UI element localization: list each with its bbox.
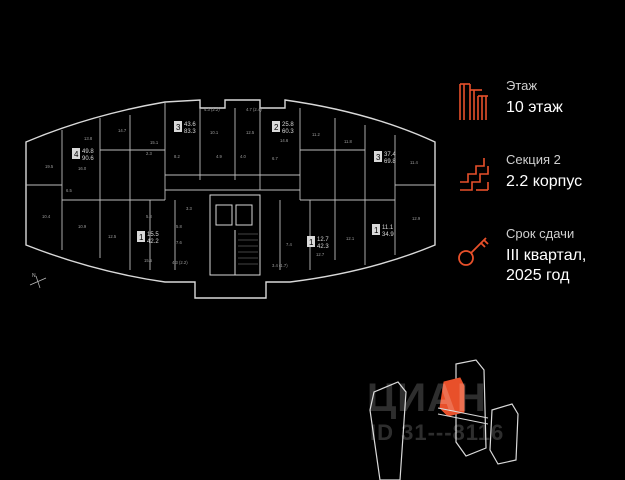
section-value: 2.2 корпус <box>506 173 583 190</box>
svg-text:3: 3 <box>176 123 181 132</box>
apartment-badge[interactable]: 1 12.7 42.3 <box>307 236 329 250</box>
svg-text:83.3: 83.3 <box>184 129 196 135</box>
room-label: 7.6 <box>176 240 182 245</box>
svg-text:1: 1 <box>374 226 379 235</box>
room-label: 13.8 <box>84 136 93 141</box>
section-icon <box>460 158 489 191</box>
room-label: 6.7 <box>272 156 278 161</box>
section-label: Секция 2 <box>506 152 561 167</box>
room-label: 12.1 <box>346 236 355 241</box>
svg-text:90.6: 90.6 <box>82 156 94 162</box>
svg-text:43.6: 43.6 <box>184 122 196 128</box>
apartment-badge[interactable]: 2 25.8 60.3 <box>272 121 294 135</box>
floor-value: 10 этаж <box>506 99 563 116</box>
svg-text:42.2: 42.2 <box>147 239 159 245</box>
room-label: 19.5 <box>45 164 54 169</box>
deadline-info: Срок сдачи III квартал, 2025 год <box>456 224 621 298</box>
svg-text:69.8: 69.8 <box>384 159 396 165</box>
svg-text:1: 1 <box>309 238 314 247</box>
room-label: 4.7 (2.4) <box>246 107 262 112</box>
building-outline <box>25 99 436 299</box>
svg-text:11.1: 11.1 <box>382 225 394 231</box>
deadline-value: III квартал, 2025 год <box>506 247 587 284</box>
apartment-badge[interactable]: 1 11.1 34.9 <box>372 224 394 238</box>
room-label: 4.3 (2.2) <box>172 260 188 265</box>
floor-label: Этаж <box>506 78 538 93</box>
room-label: 4.0 <box>240 154 246 159</box>
room-label: 12.5 <box>108 234 117 239</box>
room-label: 11.4 <box>410 160 419 165</box>
room-label: 11.2 <box>312 132 321 137</box>
room-label: 16.0 <box>78 166 87 171</box>
room-label: 11.8 <box>344 139 353 144</box>
svg-text:37.4: 37.4 <box>384 152 396 158</box>
watermark-brand: ЦИАН <box>367 376 487 420</box>
room-label: 4.3 (2.2) <box>204 107 220 112</box>
section-info: Секция 2 2.2 корпус <box>456 150 621 224</box>
room-label: 12.9 <box>412 216 421 221</box>
key-icon <box>458 237 489 266</box>
svg-text:25.8: 25.8 <box>282 122 294 128</box>
room-label: 8.2 <box>174 154 180 159</box>
room-label: 3.4 (1.7) <box>272 263 288 268</box>
floor-info: Этаж 10 этаж <box>456 76 621 150</box>
room-label: 10.1 <box>210 130 219 135</box>
compass-icon: N <box>29 273 47 289</box>
svg-text:12.7: 12.7 <box>317 237 329 243</box>
room-label: 3.3 <box>186 206 192 211</box>
room-label: 12.7 <box>316 252 325 257</box>
buildings-illustration <box>369 359 519 480</box>
info-panel: Этаж 10 этаж Секция 2 2.2 корпус Срок сд… <box>456 76 621 298</box>
room-label: 5.8 <box>146 214 152 219</box>
apartment-badges: 4 49.8 90.6 3 43.6 83.3 2 25.8 60.3 3 37… <box>72 121 396 250</box>
deadline-label: Срок сдачи <box>506 226 575 241</box>
room-label: 4.9 <box>216 154 222 159</box>
room-labels: 19.5 13.8 14.7 15.1 10.1 12.5 14.6 11.2 … <box>42 107 421 268</box>
floor-icon <box>459 83 488 120</box>
building-core <box>209 194 261 276</box>
svg-text:49.8: 49.8 <box>82 149 94 155</box>
apartment-badge[interactable]: 3 43.6 83.3 <box>174 121 196 135</box>
svg-text:3: 3 <box>376 153 381 162</box>
svg-text:1: 1 <box>139 233 144 242</box>
svg-text:4: 4 <box>74 150 79 159</box>
room-label: 14.7 <box>118 128 127 133</box>
room-label: 15.1 <box>150 140 159 145</box>
svg-text:60.3: 60.3 <box>282 129 294 135</box>
watermark-id: ID 31---8116 <box>370 420 505 445</box>
room-label: 15.5 <box>144 258 153 263</box>
room-label: 10.9 <box>78 224 87 229</box>
svg-text:34.9: 34.9 <box>382 232 394 238</box>
apartment-badge[interactable]: 1 15.5 42.2 <box>137 231 159 245</box>
apartment-badge[interactable]: 3 37.4 69.8 <box>374 151 396 165</box>
room-label: 14.6 <box>280 138 289 143</box>
interior-walls <box>26 102 435 270</box>
svg-text:42.3: 42.3 <box>317 244 329 250</box>
room-label: 6.5 <box>66 188 72 193</box>
svg-text:15.5: 15.5 <box>147 232 159 238</box>
room-label: 10.4 <box>42 214 51 219</box>
svg-text:N: N <box>32 273 36 279</box>
floor-plan: 19.5 13.8 14.7 15.1 10.1 12.5 14.6 11.2 … <box>25 99 436 299</box>
room-label: 7.4 <box>286 242 292 247</box>
room-label: 5.8 <box>176 224 182 229</box>
room-label: 12.5 <box>246 130 255 135</box>
room-label: 2.3 <box>146 151 152 156</box>
svg-text:2: 2 <box>274 123 279 132</box>
apartment-badge[interactable]: 4 49.8 90.6 <box>72 148 94 162</box>
